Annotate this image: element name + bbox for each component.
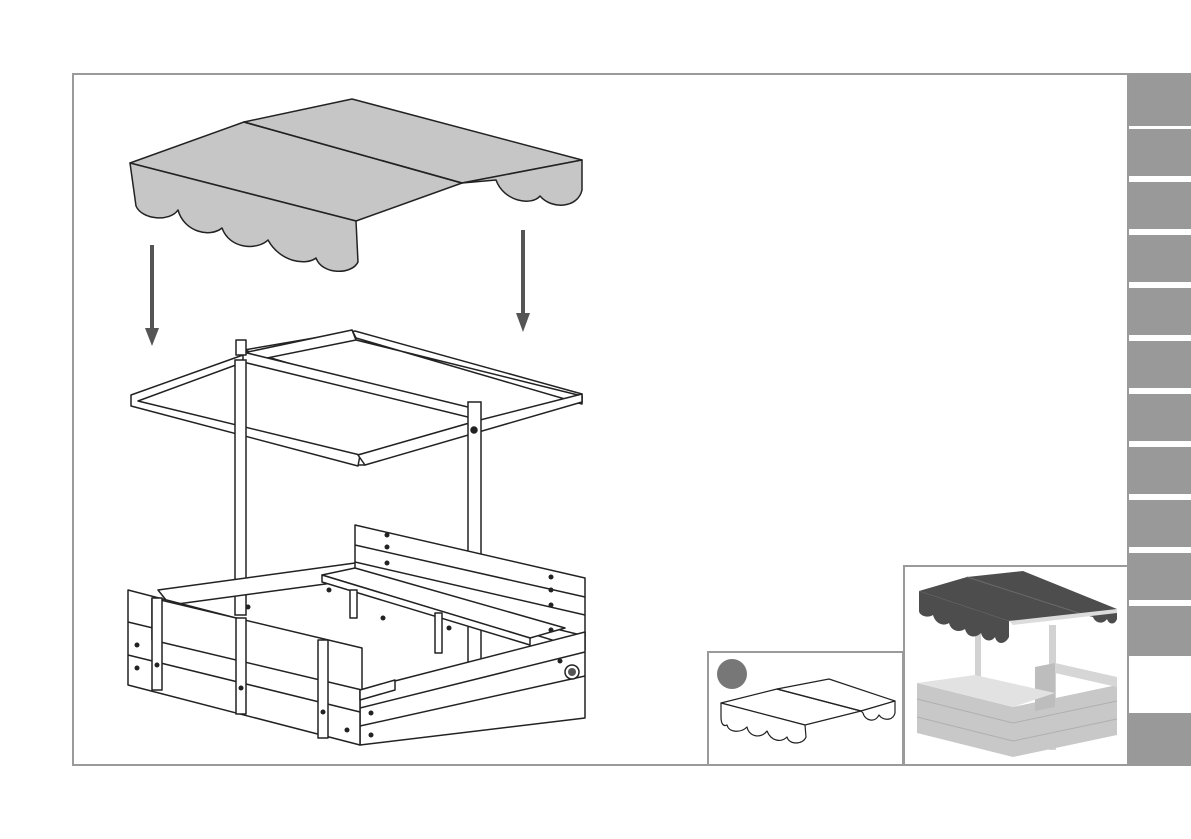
sandbox-box <box>128 525 585 745</box>
side-tab[interactable] <box>1129 391 1191 441</box>
assembled-sandbox-panel <box>903 565 1129 766</box>
side-tab[interactable] <box>1129 73 1191 126</box>
side-tab[interactable] <box>1129 338 1191 388</box>
canopy-detail-panel <box>707 651 904 766</box>
side-tab[interactable] <box>1129 550 1191 600</box>
side-tab[interactable] <box>1129 126 1191 176</box>
side-tab[interactable] <box>1129 179 1191 229</box>
assembled-sandbox-preview <box>905 567 1127 764</box>
side-tab[interactable] <box>1129 232 1191 282</box>
side-tab[interactable] <box>1129 444 1191 494</box>
roof-frame <box>131 330 582 466</box>
side-tab[interactable] <box>1129 603 1191 656</box>
canopy-fabric <box>130 99 582 271</box>
side-tab[interactable] <box>1129 285 1191 335</box>
canopy-detail-illustration <box>709 653 902 764</box>
side-tab-bottom[interactable] <box>1129 713 1191 766</box>
side-tab[interactable] <box>1129 497 1191 547</box>
